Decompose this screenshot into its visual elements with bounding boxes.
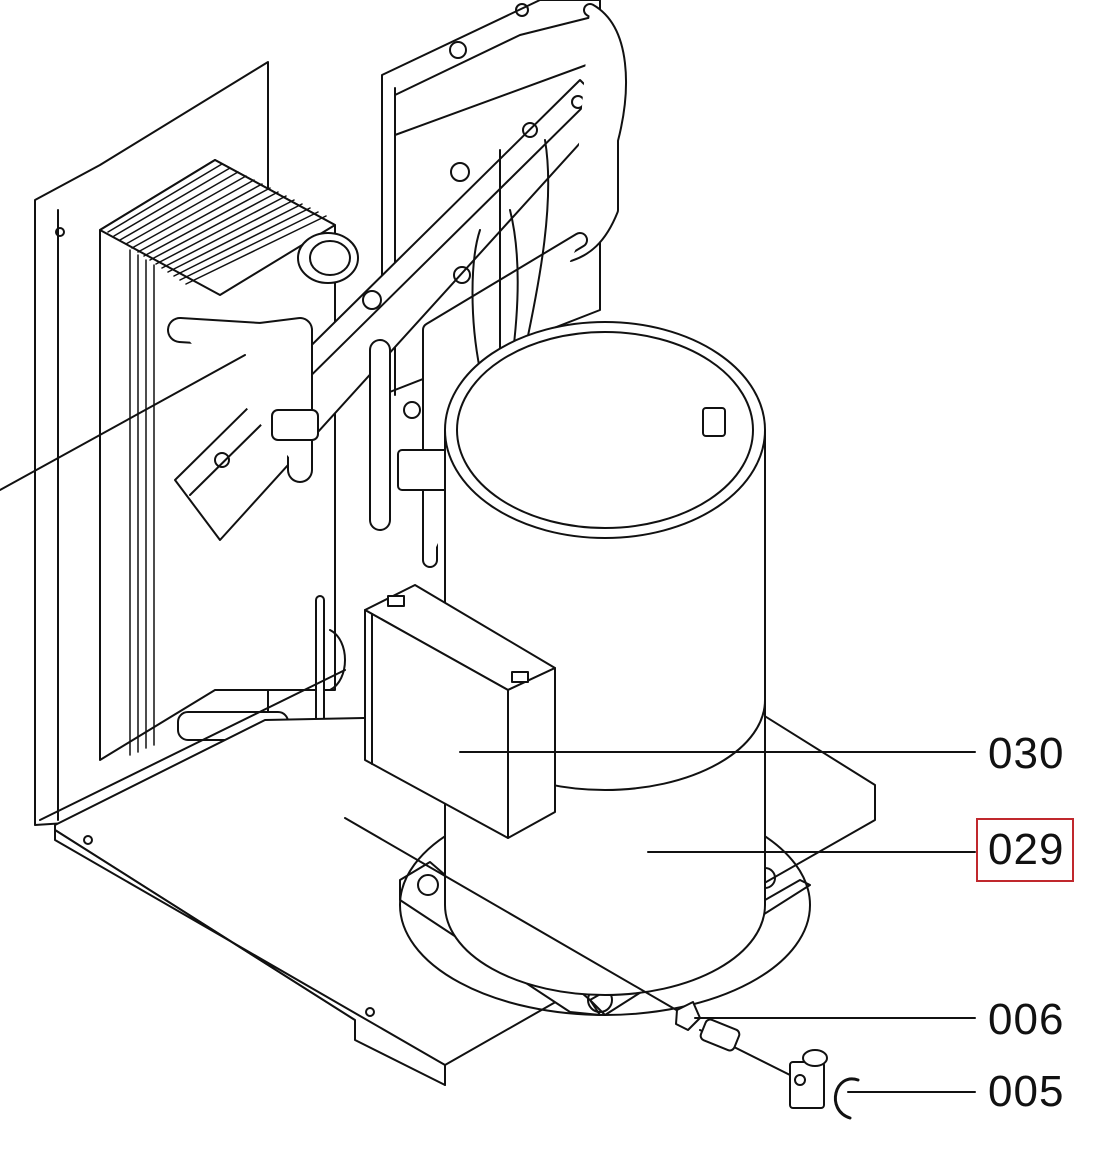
callout-005: 005 (988, 1067, 1065, 1116)
service-valve-parts (344, 817, 860, 1120)
leader-lines (0, 354, 976, 1093)
callout-030: 030 (988, 729, 1065, 778)
callout-029-highlighted: 029 (976, 818, 1075, 882)
leader-left-mid (39, 669, 346, 821)
callout-006: 006 (988, 995, 1065, 1044)
terminal-box (364, 584, 556, 839)
leader-left-top (0, 354, 246, 491)
